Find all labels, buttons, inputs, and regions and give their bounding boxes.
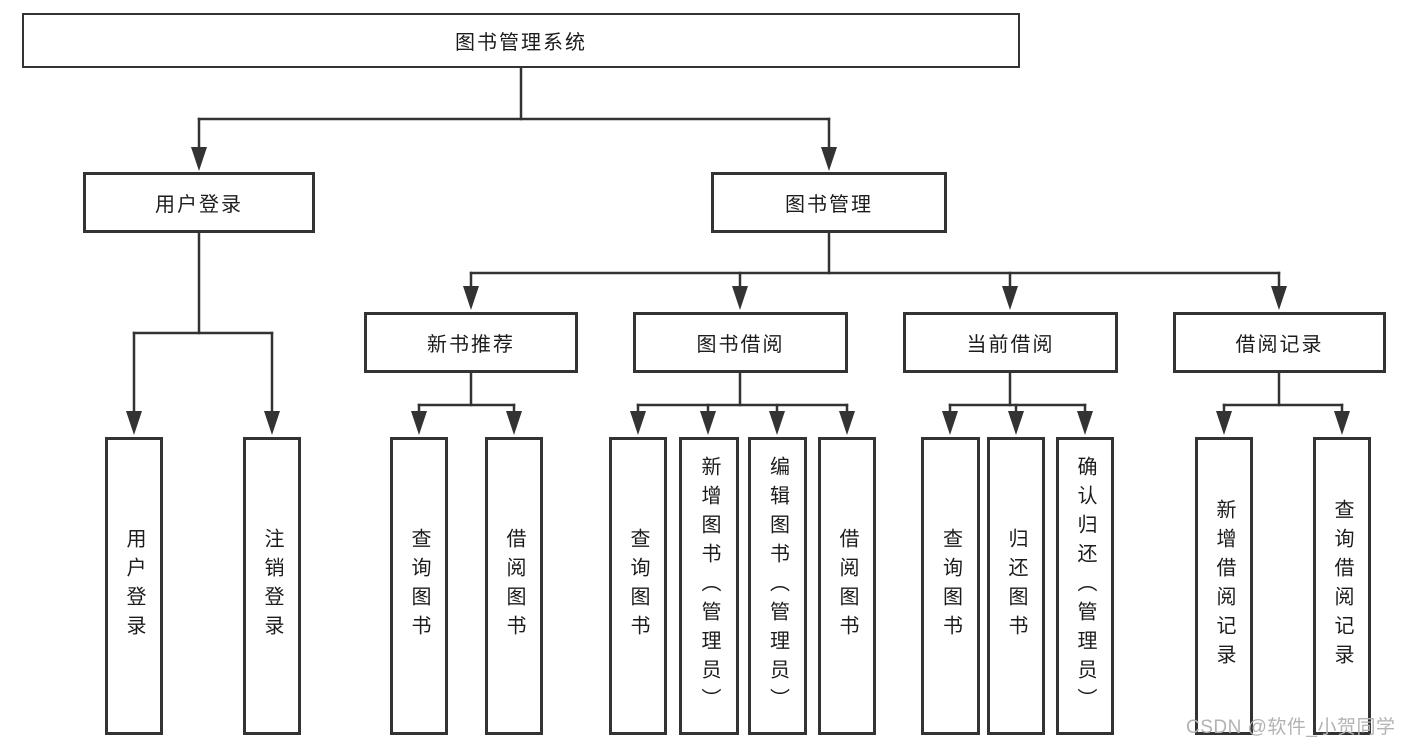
arrow-down-icon <box>1334 411 1350 435</box>
node-library-system: 图书管理系统 <box>22 13 1020 68</box>
node-label: 借阅记录 <box>1235 334 1324 356</box>
node-label: 注销登录 <box>261 528 283 644</box>
arrow-down-icon <box>630 411 646 435</box>
arrow-down-icon <box>769 411 785 435</box>
node-label: 借阅图书 <box>836 528 858 644</box>
node-user-login: 用户登录 <box>83 172 315 233</box>
arrow-down-icon <box>1077 411 1093 435</box>
arrow-down-icon <box>1216 411 1232 435</box>
node-label: 新增借阅记录 <box>1213 499 1235 673</box>
node-book-borrow: 图书借阅 <box>633 312 848 373</box>
arrow-down-icon <box>1271 286 1287 310</box>
node-borrow-records: 借阅记录 <box>1173 312 1386 373</box>
leaf-return-books: 归还图书 <box>987 437 1045 735</box>
node-label: 编辑图书（管理员） <box>766 455 789 717</box>
node-label: 查询图书 <box>627 528 649 644</box>
node-label: 当前借阅 <box>966 334 1055 356</box>
arrow-down-icon <box>411 411 427 435</box>
arrow-down-icon <box>700 411 716 435</box>
leaf-query-books-recommend: 查询图书 <box>390 437 448 735</box>
node-label: 查询图书 <box>939 528 962 644</box>
leaf-add-book-admin: 新增图书（管理员） <box>679 437 739 735</box>
node-label: 查询图书 <box>408 528 430 644</box>
node-label: 图书管理 <box>785 194 873 216</box>
node-label: 图书借阅 <box>696 334 785 356</box>
arrow-down-icon <box>126 411 142 435</box>
leaf-borrow-books-borrow: 借阅图书 <box>818 437 876 735</box>
arrow-down-icon <box>821 147 837 171</box>
node-label: 查询借阅记录 <box>1331 499 1353 673</box>
leaf-edit-book-admin: 编辑图书（管理员） <box>748 437 807 735</box>
leaf-query-borrow-record: 查询借阅记录 <box>1313 437 1371 735</box>
leaf-add-borrow-record: 新增借阅记录 <box>1195 437 1253 735</box>
node-book-management: 图书管理 <box>711 172 947 233</box>
arrowheads <box>126 147 1350 435</box>
arrow-down-icon <box>463 286 479 310</box>
arrow-down-icon <box>839 411 855 435</box>
leaf-query-books-current: 查询图书 <box>921 437 980 735</box>
arrow-down-icon <box>732 286 748 310</box>
leaf-user-login: 用户登录 <box>105 437 163 735</box>
arrow-down-icon <box>942 411 958 435</box>
arrow-down-icon <box>264 411 280 435</box>
node-label: 图书管理系统 <box>455 32 587 54</box>
arrow-down-icon <box>506 411 522 435</box>
node-current-borrow: 当前借阅 <box>903 312 1118 373</box>
leaf-logout: 注销登录 <box>243 437 301 735</box>
leaf-query-books-borrow: 查询图书 <box>609 437 667 735</box>
csdn-watermark: CSDN @软件_小贺同学 <box>1186 717 1396 738</box>
node-label: 归还图书 <box>1005 528 1027 644</box>
arrow-down-icon <box>1002 286 1018 310</box>
node-label: 用户登录 <box>123 528 145 644</box>
node-new-book-recommend: 新书推荐 <box>364 312 578 373</box>
leaf-confirm-return-admin: 确认归还（管理员） <box>1056 437 1114 735</box>
arrow-down-icon <box>191 147 207 171</box>
connector-lines <box>132 66 1344 414</box>
node-label: 新增图书（管理员） <box>698 455 720 717</box>
node-label: 用户登录 <box>155 194 243 216</box>
node-label: 新书推荐 <box>427 334 515 356</box>
node-label: 确认归还（管理员） <box>1074 455 1096 717</box>
leaf-borrow-books-recommend: 借阅图书 <box>485 437 543 735</box>
arrow-down-icon <box>1008 411 1024 435</box>
node-label: 借阅图书 <box>503 528 525 644</box>
